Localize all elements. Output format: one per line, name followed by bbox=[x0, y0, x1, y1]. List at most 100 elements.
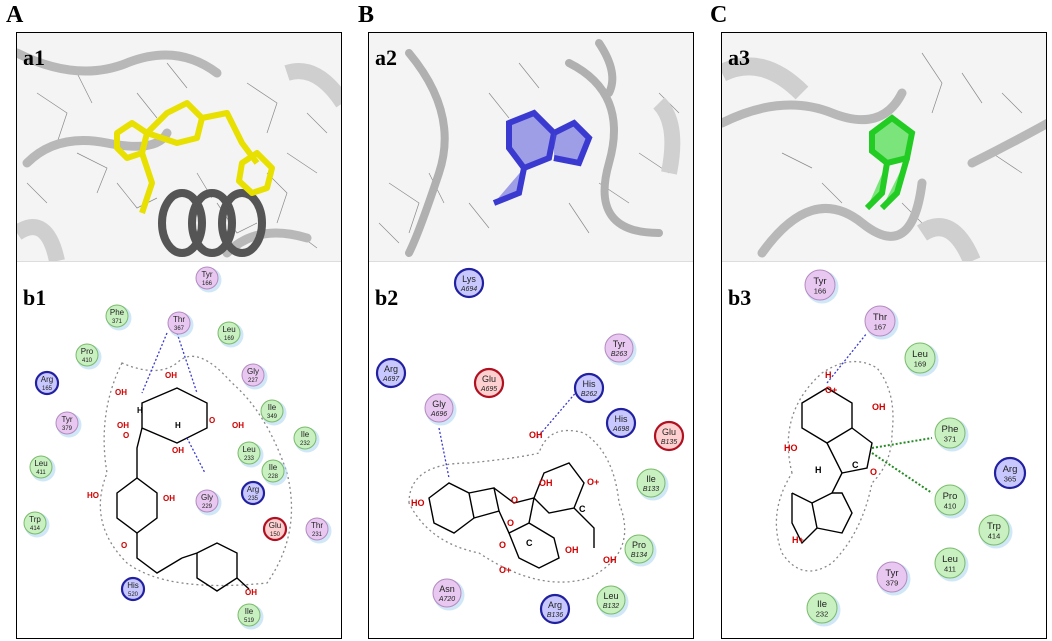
residue-node bbox=[262, 516, 288, 542]
residue-number: B134 bbox=[631, 552, 647, 559]
residue-name: Thr bbox=[873, 312, 887, 323]
panel-letter-b: B bbox=[358, 2, 375, 28]
residue-name: Phe bbox=[110, 308, 125, 317]
atom-label: OH bbox=[232, 421, 244, 430]
residue-number: 165 bbox=[42, 386, 53, 392]
atom-label: OH bbox=[165, 371, 177, 380]
atom-label: OH bbox=[529, 430, 543, 440]
residue-name: Glu bbox=[482, 374, 496, 384]
ribbon-render-a1 bbox=[17, 48, 341, 261]
residue-number: 232 bbox=[300, 441, 311, 447]
residue-name: Lys bbox=[462, 274, 476, 284]
residue-name: Tyr bbox=[813, 276, 826, 287]
residue-number: A720 bbox=[438, 596, 455, 603]
residue-name: Gly bbox=[432, 399, 446, 409]
residue-number: B135 bbox=[661, 439, 677, 446]
residue-name: Leu bbox=[242, 445, 255, 454]
protein-view-a1: a1 bbox=[17, 33, 341, 262]
residue-number: 166 bbox=[202, 281, 213, 287]
atom-label: HO bbox=[411, 498, 425, 508]
residue-node bbox=[240, 480, 266, 506]
residue-number: 371 bbox=[944, 435, 957, 444]
atom-label: O bbox=[507, 518, 514, 528]
residue-node bbox=[605, 407, 637, 439]
residue-number: 227 bbox=[248, 378, 259, 384]
residue-node bbox=[604, 333, 634, 363]
residue-name: Arg bbox=[247, 485, 259, 494]
residue-number: 349 bbox=[267, 414, 278, 420]
atom-label: H bbox=[137, 406, 143, 415]
residue-node bbox=[75, 343, 99, 367]
atom-label: H bbox=[175, 421, 181, 430]
residue-node bbox=[596, 585, 626, 615]
residue-name: His bbox=[583, 379, 596, 389]
residue-number: 379 bbox=[886, 579, 899, 588]
atom-label: OH bbox=[539, 478, 553, 488]
residue-number: A696 bbox=[430, 411, 447, 418]
atom-label: O bbox=[209, 416, 215, 425]
atom-label: OH bbox=[603, 555, 617, 565]
residue-number: 411 bbox=[36, 470, 46, 476]
residue-name: Tyr bbox=[61, 415, 72, 424]
residue-name: Arg bbox=[548, 600, 562, 610]
residue-node bbox=[375, 357, 407, 389]
residue-node bbox=[876, 561, 908, 593]
residue-name: Thr bbox=[311, 521, 323, 530]
residue-name: Leu bbox=[222, 325, 235, 334]
atom-label: O+ bbox=[499, 565, 511, 575]
residue-number: 519 bbox=[244, 618, 255, 624]
residue-name: Tyr bbox=[201, 270, 212, 279]
atom-label: C bbox=[579, 504, 586, 514]
residue-node bbox=[105, 304, 129, 328]
atom-label: H+ bbox=[792, 535, 804, 545]
view-label-a2: a2 bbox=[375, 45, 397, 70]
ligand-yellow bbox=[114, 100, 275, 214]
residue-node bbox=[473, 367, 505, 399]
atom-label: OH bbox=[565, 545, 579, 555]
residue-number: B133 bbox=[643, 486, 659, 493]
atom-label: O bbox=[499, 540, 506, 550]
residue-node bbox=[167, 311, 191, 335]
residue-name: Asn bbox=[439, 584, 455, 594]
residue-number: 411 bbox=[944, 565, 956, 574]
residue-number: B136 bbox=[547, 612, 563, 619]
residue-name: His bbox=[615, 414, 628, 424]
protein-view-a3: a3 bbox=[722, 33, 1046, 262]
residue-node bbox=[636, 468, 666, 498]
protein-view-a2: a2 bbox=[369, 33, 693, 262]
residue-number: 228 bbox=[268, 474, 279, 480]
atom-label: H bbox=[825, 370, 832, 380]
ligand-blue bbox=[492, 109, 593, 206]
residue-number: 229 bbox=[202, 504, 213, 510]
atom-label: HO bbox=[784, 443, 798, 453]
residue-number: 169 bbox=[224, 336, 235, 342]
atom-label: C bbox=[852, 460, 859, 470]
atom-label: O bbox=[123, 431, 129, 440]
residue-node bbox=[55, 411, 79, 435]
ligand-structure-b2 bbox=[428, 462, 595, 569]
residue-number: 166 bbox=[814, 287, 827, 296]
residue-node bbox=[978, 514, 1010, 546]
residue-node bbox=[432, 578, 462, 608]
